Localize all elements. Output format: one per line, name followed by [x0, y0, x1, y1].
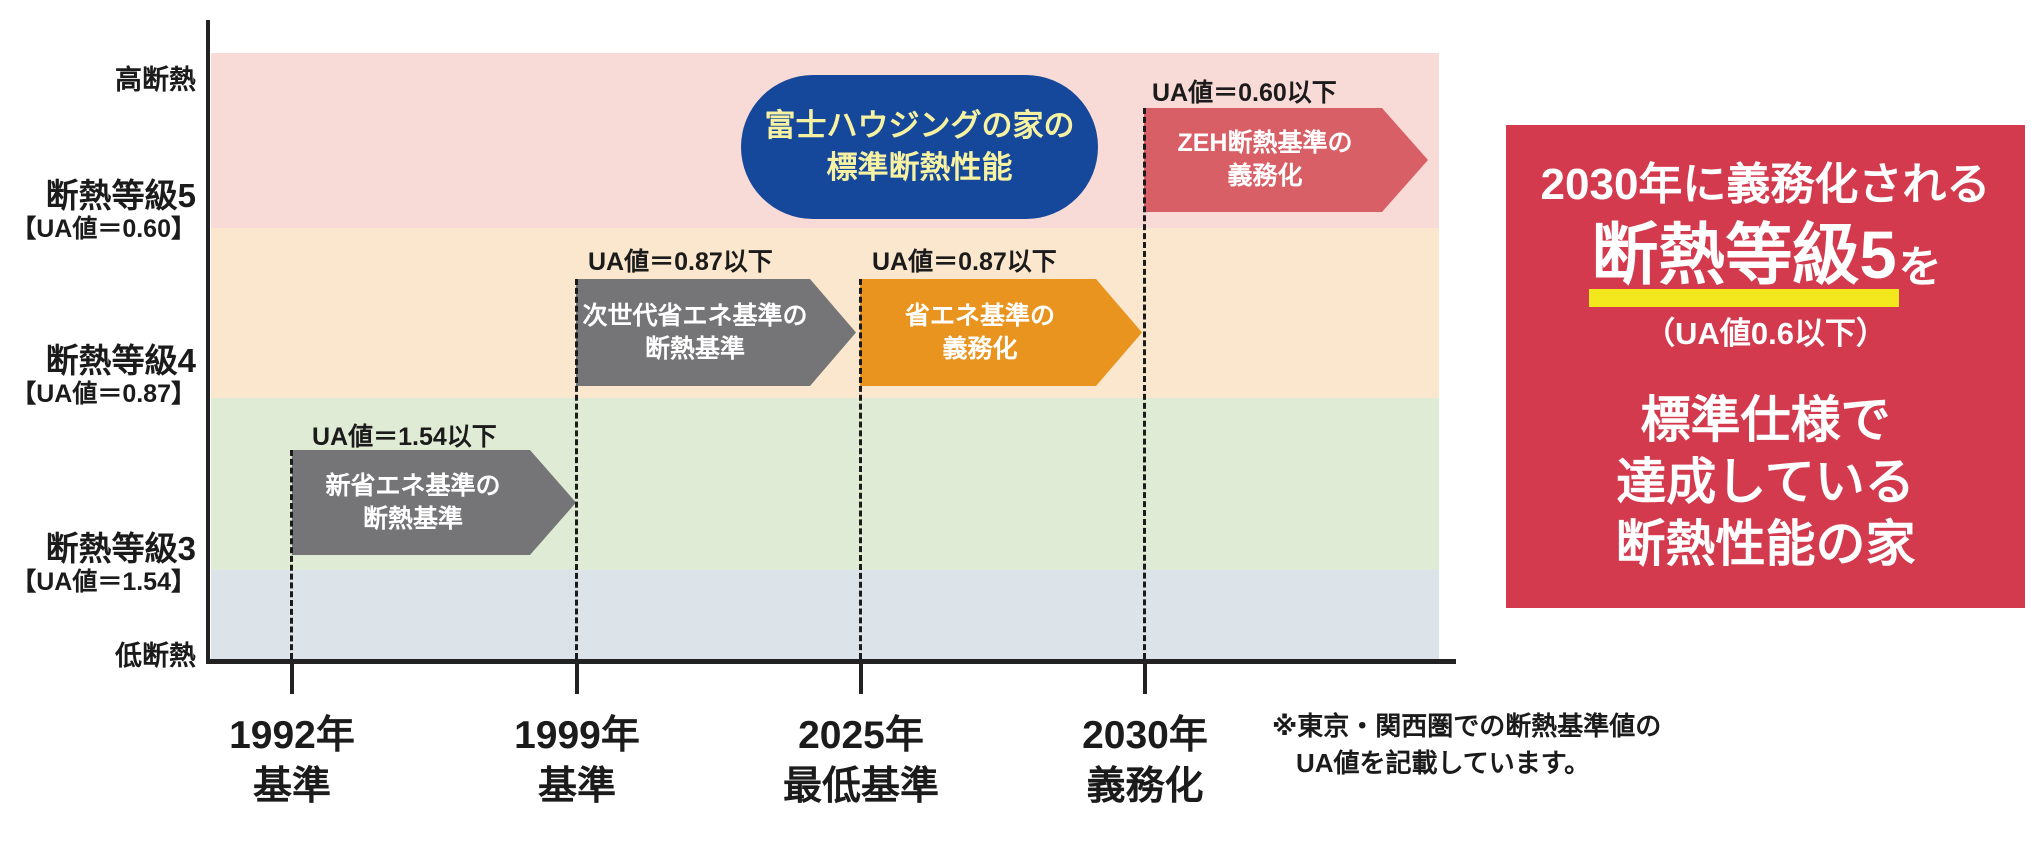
- standard-arrow-1999-line2: 断熱基準: [644, 334, 745, 363]
- dashed-line-2025: [859, 279, 862, 659]
- y-axis-line: [206, 20, 210, 664]
- grade5-name: 断熱等級5: [45, 177, 196, 214]
- panel-ua-paren: （UA値0.6以下）: [1644, 316, 1887, 351]
- grade5-label: 断熱等級5 【UA値＝0.60】: [0, 177, 196, 243]
- x-label-2030: 2030年 義務化: [995, 710, 1295, 812]
- grade3-ua: 【UA値＝1.54】: [11, 567, 196, 596]
- standard-arrow-1999-line1: 次世代省エネ基準の: [582, 301, 808, 330]
- highlight-panel: 2030年に義務化される 断熱等級5 を （UA値0.6以下） 標準仕様で 達成…: [1506, 125, 2025, 608]
- grade4-name: 断熱等級4: [45, 342, 196, 379]
- tick-1999: [575, 664, 579, 694]
- ua-label-1999: UA値＝0.87以下: [588, 248, 773, 276]
- dashed-line-2030: [1143, 108, 1146, 659]
- standard-arrow-1992: 新省エネ基準の 断熱基準: [292, 450, 576, 555]
- x-label-1992: 1992年 基準: [142, 710, 442, 812]
- band-low-insulation: [211, 570, 1439, 659]
- ua-label-1992: UA値＝1.54以下: [312, 423, 497, 451]
- footnote-line1: ※東京・関西圏での断熱基準値の: [1272, 711, 1662, 741]
- grade3-label: 断熱等級3 【UA値＝1.54】: [0, 530, 196, 596]
- fuji-housing-badge-line2: 標準断熱性能: [826, 150, 1013, 185]
- panel-grade5-suffix: を: [1898, 244, 1942, 292]
- x-label-2030-caption: 義務化: [1086, 765, 1204, 808]
- tick-1992: [290, 664, 294, 694]
- x-label-2025-year: 2025年: [798, 714, 924, 757]
- fuji-housing-badge-line1: 富士ハウジングの家の: [764, 108, 1075, 143]
- tick-2030: [1143, 664, 1147, 694]
- grade5-ua: 【UA値＝0.60】: [11, 214, 196, 243]
- panel-big-line: 断熱等級5 を: [1589, 217, 1942, 307]
- standard-arrow-2025: 省エネ基準の 義務化: [860, 279, 1142, 386]
- panel-body-line3: 断熱性能の家: [1615, 516, 1916, 572]
- dashed-line-1999: [575, 279, 578, 659]
- x-label-2030-year: 2030年: [1082, 714, 1208, 757]
- standard-arrow-2030: ZEH断熱基準の 義務化: [1144, 108, 1428, 212]
- standard-arrow-2025-line2: 義務化: [942, 334, 1018, 363]
- ua-label-2030: UA値＝0.60以下: [1152, 79, 1337, 107]
- panel-grade5-highlight: 断熱等級5: [1589, 217, 1899, 307]
- x-label-1999-caption: 基準: [537, 765, 616, 808]
- x-label-1999-year: 1999年: [514, 714, 640, 757]
- grade4-ua: 【UA値＝0.87】: [11, 379, 196, 408]
- x-label-1992-caption: 基準: [252, 765, 331, 808]
- dashed-line-1992: [290, 450, 293, 659]
- standard-arrow-1999: 次世代省エネ基準の 断熱基準: [576, 279, 856, 386]
- standard-arrow-2030-line1: ZEH断熱基準の: [1177, 129, 1353, 157]
- y-label-high-insulation: 高断熱: [115, 65, 196, 95]
- panel-body: 標準仕様で 達成している 断熱性能の家: [1616, 389, 1916, 575]
- panel-body-line1: 標準仕様で: [1640, 392, 1891, 448]
- x-axis-line: [206, 659, 1456, 664]
- panel-body-line2: 達成している: [1616, 454, 1915, 510]
- x-label-1992-year: 1992年: [229, 714, 355, 757]
- standard-arrow-1992-line2: 断熱基準: [362, 504, 463, 533]
- ua-label-2025: UA値＝0.87以下: [872, 248, 1057, 276]
- standard-arrow-2025-line1: 省エネ基準の: [904, 301, 1055, 330]
- footnote: ※東京・関西圏での断熱基準値の UA値を記載しています。: [1272, 708, 1661, 782]
- tick-2025: [859, 664, 863, 694]
- footnote-line2: UA値を記載しています。: [1296, 748, 1591, 778]
- grade3-name: 断熱等級3: [45, 530, 196, 567]
- fuji-housing-badge: 富士ハウジングの家の 標準断熱性能: [741, 75, 1098, 219]
- x-label-2025: 2025年 最低基準: [711, 710, 1011, 812]
- y-label-low-insulation: 低断熱: [115, 641, 196, 671]
- standard-arrow-1992-line1: 新省エネ基準の: [325, 471, 501, 500]
- panel-heading: 2030年に義務化される: [1540, 160, 1991, 209]
- x-label-1999: 1999年 基準: [427, 710, 727, 812]
- grade4-label: 断熱等級4 【UA値＝0.87】: [0, 342, 196, 408]
- x-label-2025-caption: 最低基準: [782, 765, 939, 808]
- standard-arrow-2030-line2: 義務化: [1227, 162, 1303, 190]
